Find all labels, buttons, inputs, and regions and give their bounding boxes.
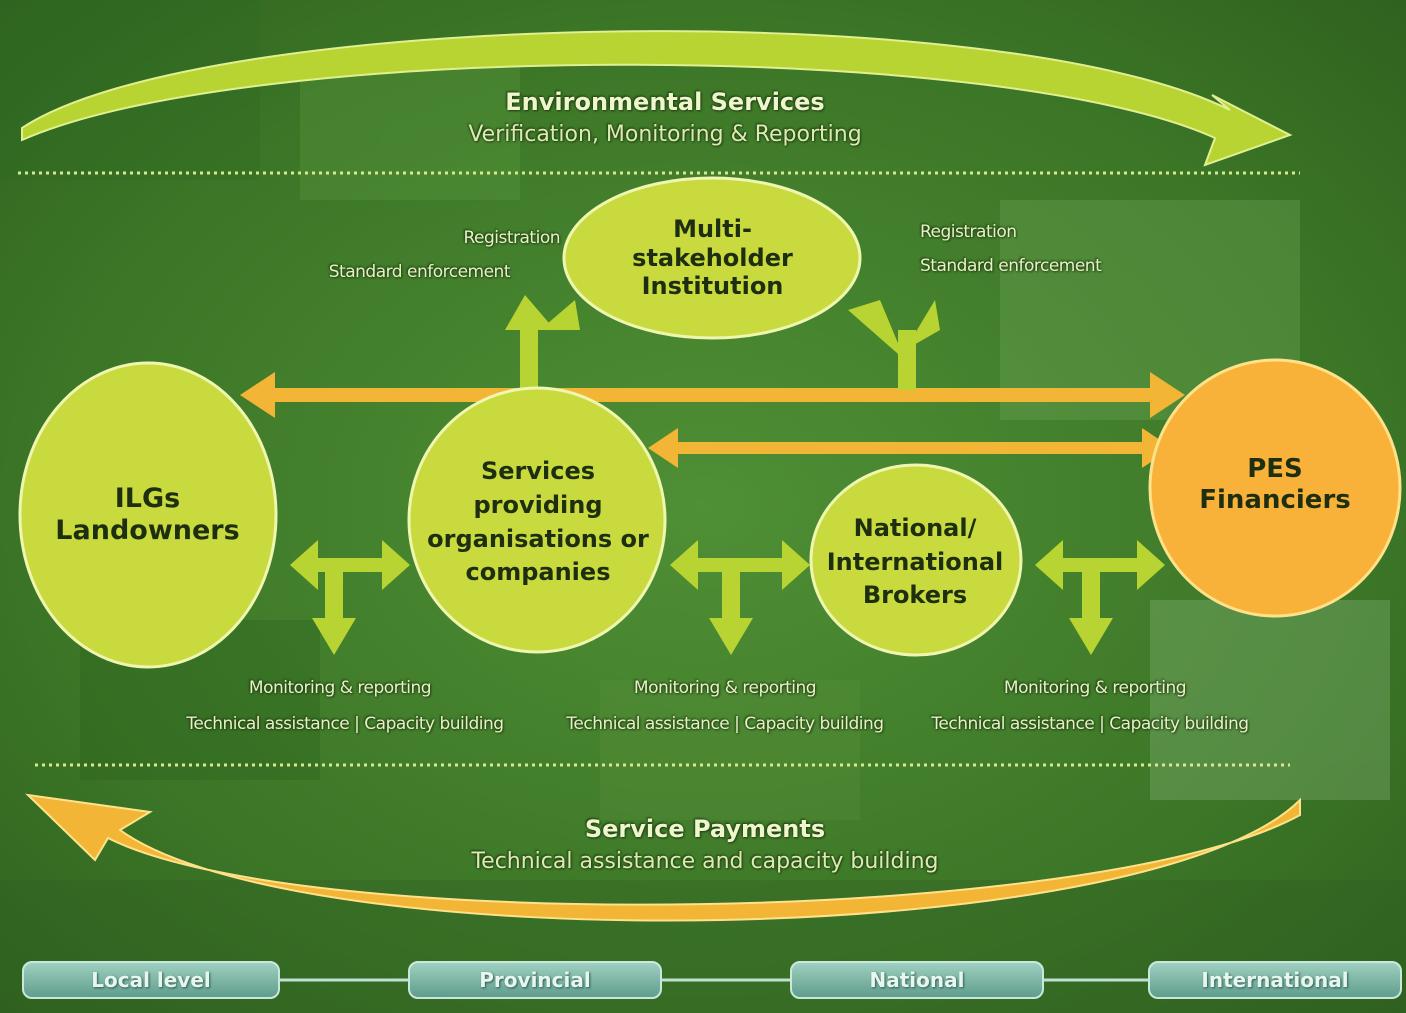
service-payments-arrow bbox=[25, 793, 1301, 922]
standard-enforcement-right-label: Standard enforcement bbox=[920, 256, 1102, 276]
pes-shape bbox=[1148, 358, 1402, 618]
level-international: International bbox=[1148, 961, 1402, 999]
level-local: Local level bbox=[22, 961, 280, 999]
ilgs-services-arrow bbox=[290, 540, 410, 655]
brokers-shape bbox=[809, 463, 1023, 657]
environmental-services-title: Environmental Services bbox=[505, 88, 825, 116]
standard-enforcement-left-label: Standard enforcement bbox=[328, 262, 511, 282]
capacity-label-2: Technical assistance | Capacity building bbox=[566, 714, 884, 734]
services-providing-organisations: Services providing organisations or comp… bbox=[427, 457, 649, 587]
brokers-pes-arrow bbox=[1035, 540, 1165, 655]
registration-left-label: Registration bbox=[463, 228, 560, 248]
capacity-label-1: Technical assistance | Capacity building bbox=[186, 714, 504, 734]
environmental-services-subtitle: Verification, Monitoring & Reporting bbox=[468, 122, 862, 147]
monitoring-label-3: Monitoring & reporting bbox=[1003, 678, 1187, 698]
environmental-services-arrow bbox=[21, 30, 1293, 167]
ilgs-landowners: ILGs Landowners bbox=[55, 482, 240, 546]
pes-financiers: PES Financiers bbox=[1199, 453, 1351, 515]
ilgs-shape bbox=[18, 361, 278, 669]
level-provincial: Provincial bbox=[408, 961, 662, 999]
level-national: National bbox=[790, 961, 1044, 999]
national-international-brokers: National/ International Brokers bbox=[826, 514, 1004, 610]
service-payments-subtitle: Technical assistance and capacity buildi… bbox=[471, 849, 939, 874]
services-brokers-arrow bbox=[670, 540, 810, 655]
registration-connector-right bbox=[848, 300, 940, 390]
capacity-label-3: Technical assistance | Capacity building bbox=[931, 714, 1249, 734]
services-pes-arrow bbox=[648, 428, 1172, 468]
multi-stakeholder-shape bbox=[562, 176, 862, 340]
service-payments-title: Service Payments bbox=[584, 815, 826, 843]
multi-stakeholder-institution: Multi- stakeholder Institution bbox=[632, 214, 793, 301]
services-shape bbox=[407, 386, 667, 654]
registration-connector-left bbox=[505, 295, 580, 390]
monitoring-label-2: Monitoring & reporting bbox=[633, 678, 817, 698]
monitoring-label-1: Monitoring & reporting bbox=[248, 678, 432, 698]
registration-right-label: Registration bbox=[920, 222, 1017, 242]
